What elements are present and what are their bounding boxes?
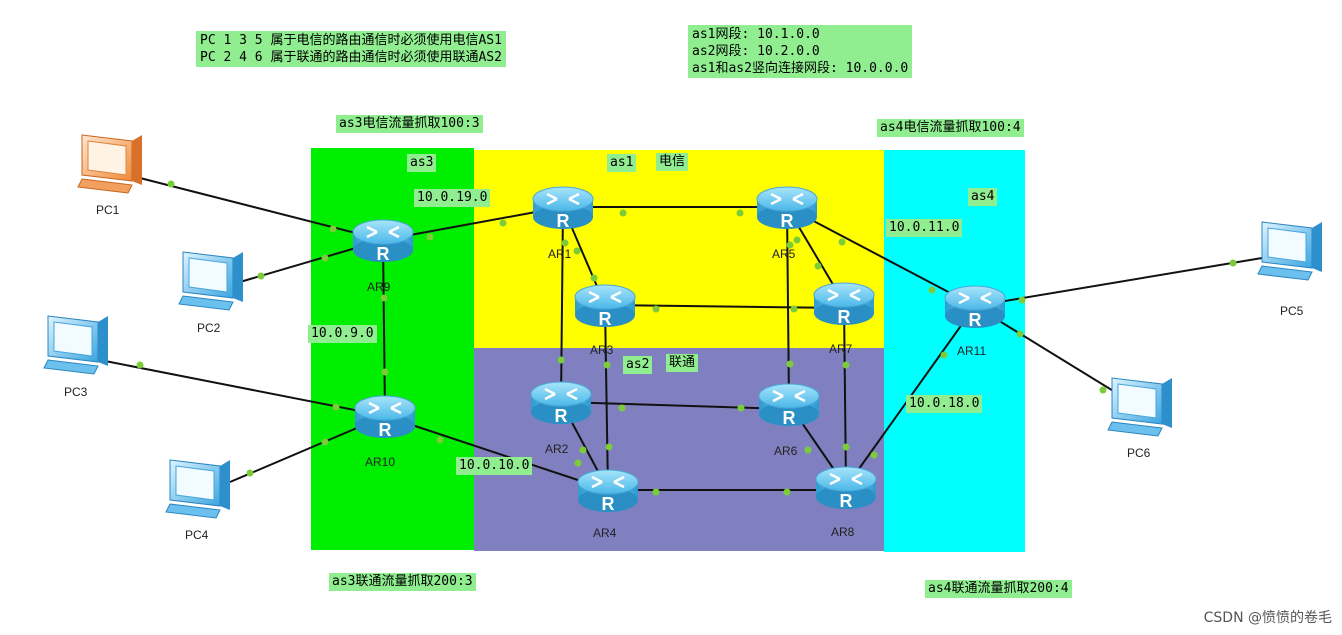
svg-text:R: R [840,491,853,511]
zone-as1-name: 电信 [656,153,689,171]
zone-as2-label: as2 [623,356,653,374]
link-ar7-ar8 [843,302,847,488]
pc3-icon[interactable] [43,315,108,375]
link-ar9-ar10 [382,239,386,417]
pc6-label: PC6 [1127,446,1151,460]
policy-line-2: PC 2 4 6 属于联通的路由通信时必须使用联通AS2 [200,50,502,65]
link-pc1-ar9 [139,177,384,241]
pc5-icon[interactable] [1257,221,1322,281]
router-ar1-label: AR1 [548,247,572,261]
link-ar5-ar6 [786,206,790,405]
caption-as3-unicom: as3联通流量抓取200:3 [329,573,476,591]
watermark: CSDN @愤愤的卷毛 [1203,610,1332,626]
router-icons: R R R R R R R R R R R [352,186,1006,514]
port-dots [136,180,1237,496]
router-ar11-icon[interactable]: R [944,285,1006,330]
router-ar2-label: AR2 [545,442,569,456]
pc6-icon[interactable] [1107,377,1172,437]
router-ar6-label: AR6 [774,444,798,458]
pc3-label: PC3 [64,385,88,399]
network-10-0-11-0: 10.0.11.0 [886,219,963,237]
zone-as2 [474,348,884,551]
router-ar9-label: AR9 [367,280,391,294]
caption-as4-unicom: as4联通流量抓取200:4 [925,580,1072,598]
pc1-icon[interactable] [77,134,142,194]
zone-as2-name: 联通 [666,354,699,372]
segment-line-as2: as2网段: 10.2.0.0 [692,44,820,59]
network-10-0-10-0: 10.0.10.0 [456,457,533,475]
caption-as4-telecom: as4电信流量抓取100:4 [877,119,1024,137]
svg-text:R: R [599,309,612,329]
network-10-0-18-0: 10.0.18.0 [906,395,983,413]
svg-text:R: R [379,420,392,440]
router-ar9-icon[interactable]: R [352,219,414,264]
zone-as3-label: as3 [407,154,437,172]
pc2-icon[interactable] [178,251,243,311]
svg-text:R: R [377,244,390,264]
link-ar3-ar7 [604,304,845,309]
segments-note: as1网段: 10.1.0.0 as2网段: 10.2.0.0 as1和as2竖向连… [688,25,913,78]
link-ar5-ar11 [786,206,976,307]
svg-text:R: R [969,310,982,330]
router-ar2-icon[interactable]: R [530,381,592,426]
zone-as4 [884,150,1025,552]
router-ar8-label: AR8 [831,525,855,539]
zone-as1-label: as1 [607,154,637,172]
link-ar1-ar2 [560,206,564,403]
svg-text:R: R [555,406,568,426]
router-ar11-label: AR11 [957,344,987,358]
zone-as3 [311,148,474,550]
router-ar4-label: AR4 [593,526,617,540]
pc-icons [43,134,1322,519]
router-ar7-label: AR7 [829,342,853,356]
router-ar10-label: AR10 [365,455,396,469]
router-ar7-icon[interactable]: R [813,282,875,327]
svg-text:R: R [557,211,570,231]
router-ar5-label: AR5 [772,247,796,261]
segment-line-vertical: as1和as2竖向连接网段: 10.0.0.0 [692,61,909,76]
pc5-label: PC5 [1280,304,1304,318]
policy-note: PC 1 3 5 属于电信的路由通信时必须使用电信AS1 PC 2 4 6 属于联… [196,31,506,67]
pc4-label: PC4 [185,528,209,542]
pc4-icon[interactable] [165,459,230,519]
policy-line-1: PC 1 3 5 属于电信的路由通信时必须使用电信AS1 [200,33,502,48]
router-ar4-icon[interactable]: R [577,469,639,514]
network-10-0-9-0: 10.0.9.0 [308,325,377,343]
link-ar3-ar4 [604,304,609,491]
link-ar10-ar4 [384,415,609,491]
router-ar8-icon[interactable]: R [815,466,877,511]
svg-text:R: R [783,408,796,428]
svg-text:R: R [602,494,615,514]
router-ar5-icon[interactable]: R [756,186,818,231]
zone-as4-label: as4 [968,188,998,206]
link-ar2-ar6 [560,401,790,410]
svg-text:R: R [838,307,851,327]
caption-as3-telecom: as3电信流量抓取100:3 [336,115,483,133]
router-ar10-icon[interactable]: R [354,395,416,440]
router-ar3-icon[interactable]: R [574,284,636,329]
router-ar3-label: AR3 [590,343,614,357]
pc2-label: PC2 [197,321,221,335]
svg-text:R: R [781,211,794,231]
network-10-0-19-0: 10.0.19.0 [414,189,491,207]
segment-line-as1: as1网段: 10.1.0.0 [692,27,820,42]
router-ar6-icon[interactable]: R [758,383,820,428]
pc1-label: PC1 [96,203,120,217]
router-ar1-icon[interactable]: R [532,186,594,231]
